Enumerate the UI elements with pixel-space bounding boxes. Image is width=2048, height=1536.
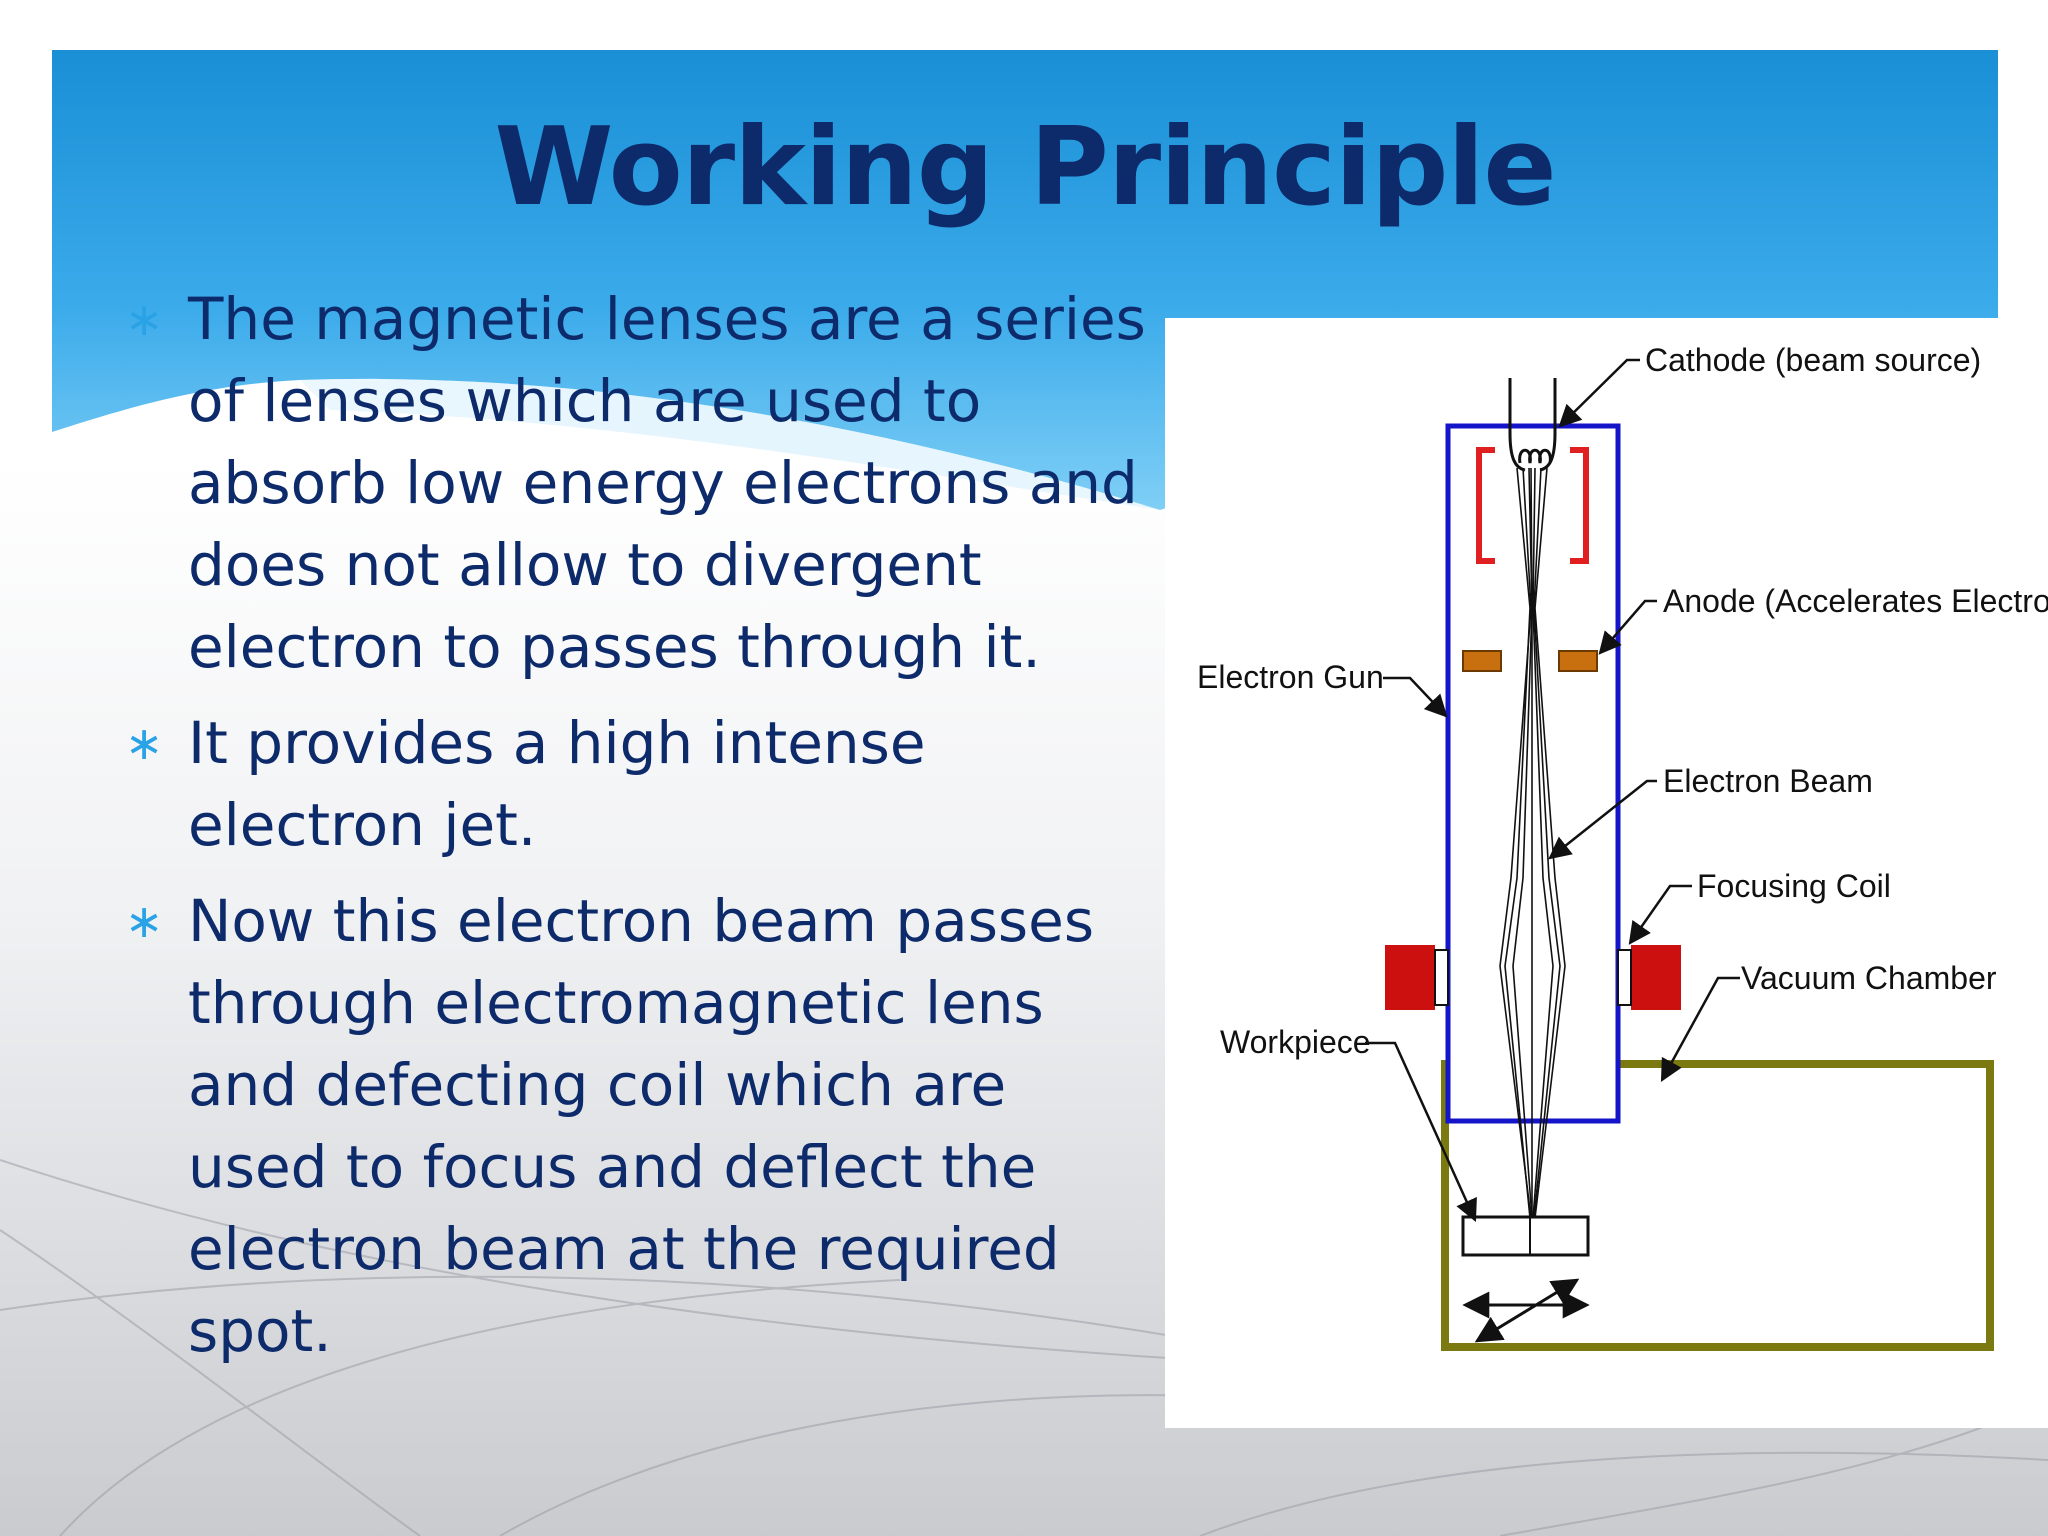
label-anode: Anode (Accelerates Electrons) <box>1663 583 2048 619</box>
background-swirls <box>0 1159 2048 1536</box>
asterisk-icon: ∗ <box>124 292 164 346</box>
cathode-cup-right <box>1570 447 1589 564</box>
diagram-canvas: Cathode (beam source) Anode (Accelerates… <box>1197 342 2048 1351</box>
electron-beam-leader <box>1548 779 1657 860</box>
table-motion-arrow-diagonal <box>1474 1278 1580 1343</box>
electron-beam <box>1499 467 1566 1219</box>
focusing-coil-right-core <box>1617 949 1632 1006</box>
label-focusing-coil: Focusing Coil <box>1697 868 1891 904</box>
electron-beam-diagram: Cathode (beam source) Anode (Accelerates… <box>1165 318 2048 1428</box>
asterisk-icon: ∗ <box>124 716 164 770</box>
bullet-item: ∗ The magnetic lenses are a series of le… <box>120 278 1160 688</box>
bullet-text: Now this electron beam passes through el… <box>188 887 1095 1365</box>
label-electron-beam: Electron Beam <box>1663 763 1873 799</box>
focusing-coil-left-core <box>1434 949 1449 1006</box>
vacuum-chamber-leader <box>1660 976 1740 1082</box>
bullet-text: The magnetic lenses are a series of lens… <box>188 285 1146 681</box>
focusing-coil-left <box>1385 945 1435 1010</box>
workpiece-leader <box>1365 1041 1477 1223</box>
anode-left <box>1462 650 1502 672</box>
cathode-cup-left <box>1476 447 1495 564</box>
bullet-item: ∗ Now this electron beam passes through … <box>120 880 1160 1372</box>
focusing-coil-right <box>1631 945 1681 1010</box>
label-electron-gun: Electron Gun <box>1197 659 1384 695</box>
slide-title: Working Principle <box>494 105 1556 230</box>
electron-gun-leader <box>1383 676 1448 718</box>
label-workpiece: Workpiece <box>1220 1024 1371 1060</box>
electron-gun-column <box>1445 423 1621 1124</box>
cathode-leader <box>1558 358 1640 428</box>
cathode-filament <box>1508 378 1557 472</box>
label-cathode: Cathode (beam source) <box>1645 342 1981 378</box>
header-wave-highlight <box>300 378 1160 510</box>
bullet-list: ∗ The magnetic lenses are a series of le… <box>120 278 1160 1386</box>
focusing-coil-leader <box>1628 884 1692 945</box>
bullet-item: ∗ It provides a high intense electron je… <box>120 702 1160 866</box>
bullet-text: It provides a high intense electron jet. <box>188 709 926 859</box>
workpiece <box>1461 1215 1590 1257</box>
asterisk-icon: ∗ <box>124 894 164 948</box>
label-vacuum-chamber: Vacuum Chamber <box>1741 960 1997 996</box>
anode-right <box>1558 650 1598 672</box>
vacuum-chamber <box>1441 1060 1994 1351</box>
anode-leader <box>1598 599 1657 655</box>
